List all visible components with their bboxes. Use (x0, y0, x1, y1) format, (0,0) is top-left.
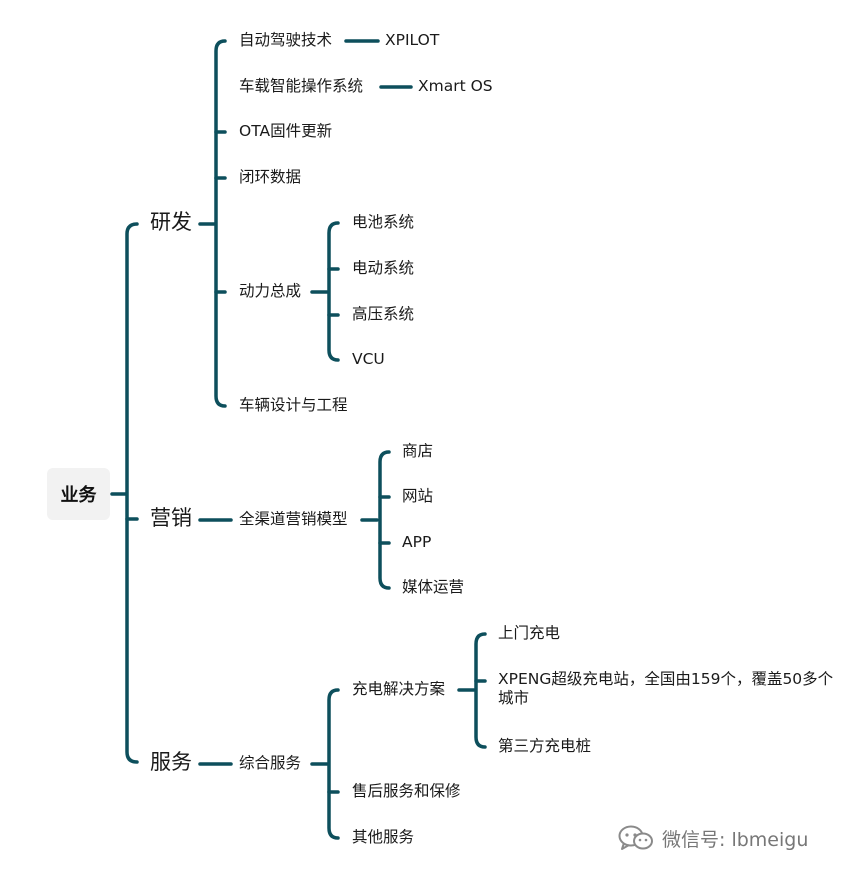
connector-omni-bracket (378, 450, 391, 590)
node-omnichannel[interactable]: 全渠道营销模型 (239, 510, 348, 528)
node-app[interactable]: APP (402, 533, 432, 551)
node-motor[interactable]: 电动系统 (352, 259, 415, 277)
node-charging-solution[interactable]: 充电解决方案 (352, 680, 446, 698)
node-other-services[interactable]: 其他服务 (352, 828, 415, 846)
node-battery[interactable]: 电池系统 (352, 213, 415, 231)
watermark: 微信号: lbmeigu (618, 822, 808, 854)
connector-charging-bracket (474, 632, 487, 749)
node-powertrain[interactable]: 动力总成 (239, 282, 302, 300)
node-vcu[interactable]: VCU (352, 350, 385, 368)
node-xmart-os[interactable]: Xmart OS (418, 77, 493, 95)
node-rd[interactable]: 研发 (150, 210, 192, 234)
node-website[interactable]: 网站 (402, 487, 434, 505)
node-service[interactable]: 服务 (150, 750, 192, 774)
node-high-voltage[interactable]: 高压系统 (352, 305, 415, 323)
connector-trunk-1 (125, 222, 139, 764)
node-autonomous[interactable]: 自动驾驶技术 (239, 31, 333, 49)
node-after-sales[interactable]: 售后服务和保修 (352, 782, 461, 800)
node-closed-loop[interactable]: 闭环数据 (239, 168, 302, 186)
node-ota[interactable]: OTA固件更新 (239, 122, 333, 140)
node-store[interactable]: 商店 (402, 442, 434, 460)
connector-integrated-bracket (327, 688, 340, 840)
node-integrated-service[interactable]: 综合服务 (239, 754, 302, 772)
node-media[interactable]: 媒体运营 (402, 578, 465, 596)
root-label: 业务 (60, 485, 97, 506)
node-xpilot[interactable]: XPILOT (385, 31, 440, 49)
connector-powertrain-bracket (327, 221, 340, 362)
node-marketing[interactable]: 营销 (150, 506, 192, 530)
root-node[interactable]: 业务 (47, 468, 110, 520)
wechat-icon (618, 825, 653, 850)
node-third-party[interactable]: 第三方充电桩 (498, 737, 592, 755)
node-vehicle-design[interactable]: 车辆设计与工程 (239, 396, 348, 414)
watermark-text: 微信号: lbmeigu (662, 828, 809, 851)
node-home-charging[interactable]: 上门充电 (498, 624, 561, 642)
connector-rd-bracket (214, 39, 227, 408)
node-vehicle-os[interactable]: 车载智能操作系统 (239, 77, 364, 95)
node-supercharging[interactable]: XPENG超级充电站，全国由159个，覆盖50多个城市 (498, 670, 834, 708)
